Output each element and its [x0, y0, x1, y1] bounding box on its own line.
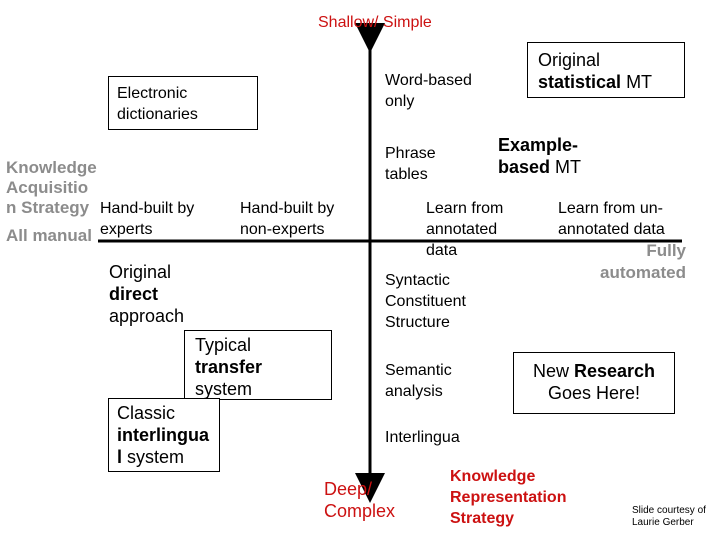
- slide-credit: Slide courtesy of Laurie Gerber: [632, 505, 706, 528]
- direct-post: approach: [109, 306, 185, 326]
- right-extreme-label: Fully automated: [600, 241, 686, 282]
- classic-post: system: [127, 447, 185, 467]
- box-electronic-dictionaries: Electronic dictionaries: [108, 76, 258, 130]
- axis-top-label: Shallow/ Simple: [318, 14, 432, 31]
- box-classic-interlingual: Classic interlingual system: [108, 398, 220, 472]
- example-post: MT: [555, 157, 582, 177]
- stat-bold: statistical: [538, 72, 622, 92]
- electronic-dictionaries-text: Electronic dictionaries: [117, 85, 198, 123]
- stat-post: MT: [626, 72, 653, 92]
- research-post: Goes Here!: [547, 383, 641, 403]
- axis-bottom-label: Deep/ Complex: [324, 479, 396, 521]
- classic-bold: interlingual: [117, 425, 210, 467]
- transfer-post: system: [195, 379, 253, 399]
- box-new-research: New Research Goes Here!: [513, 352, 675, 414]
- col-hand-built-non-experts: Hand-built by non-experts: [240, 200, 335, 238]
- level-interlingua: Interlingua: [385, 429, 460, 446]
- transfer-bold: transfer: [195, 357, 263, 377]
- level-phrase-tables: Phrase tables: [385, 145, 436, 183]
- box-original-direct: Original direct approach: [104, 256, 198, 326]
- research-bold: Research: [573, 361, 656, 381]
- level-word-based: Word-based only: [385, 72, 472, 110]
- classic-pre: Classic: [117, 403, 176, 423]
- direct-bold: direct: [109, 284, 159, 304]
- direct-pre: Original: [109, 262, 172, 282]
- axis-left-label: Knowledge Acquisition Strategy: [6, 158, 97, 217]
- box-example-based-mt: Example-based MT: [498, 134, 608, 178]
- example-bold: Example-based: [498, 135, 579, 177]
- level-semantic: Semantic analysis: [385, 362, 452, 400]
- col-learn-unannotated: Learn from un-annotated data: [558, 200, 665, 238]
- box-typical-transfer: Typical transfer system: [184, 330, 332, 400]
- level-syntactic: Syntactic Constituent Structure: [385, 272, 466, 331]
- research-pre: New: [532, 361, 569, 381]
- col-hand-built-experts: Hand-built by experts: [100, 200, 195, 238]
- col-learn-annotated: Learn from annotated data: [426, 200, 504, 259]
- stat-pre: Original: [538, 50, 601, 70]
- transfer-pre: Typical: [195, 335, 252, 355]
- axis-right-label: Knowledge Representation Strategy: [450, 468, 567, 527]
- left-extreme-label: All manual: [6, 226, 92, 245]
- box-original-statistical-mt: Original statistical MT: [527, 42, 685, 98]
